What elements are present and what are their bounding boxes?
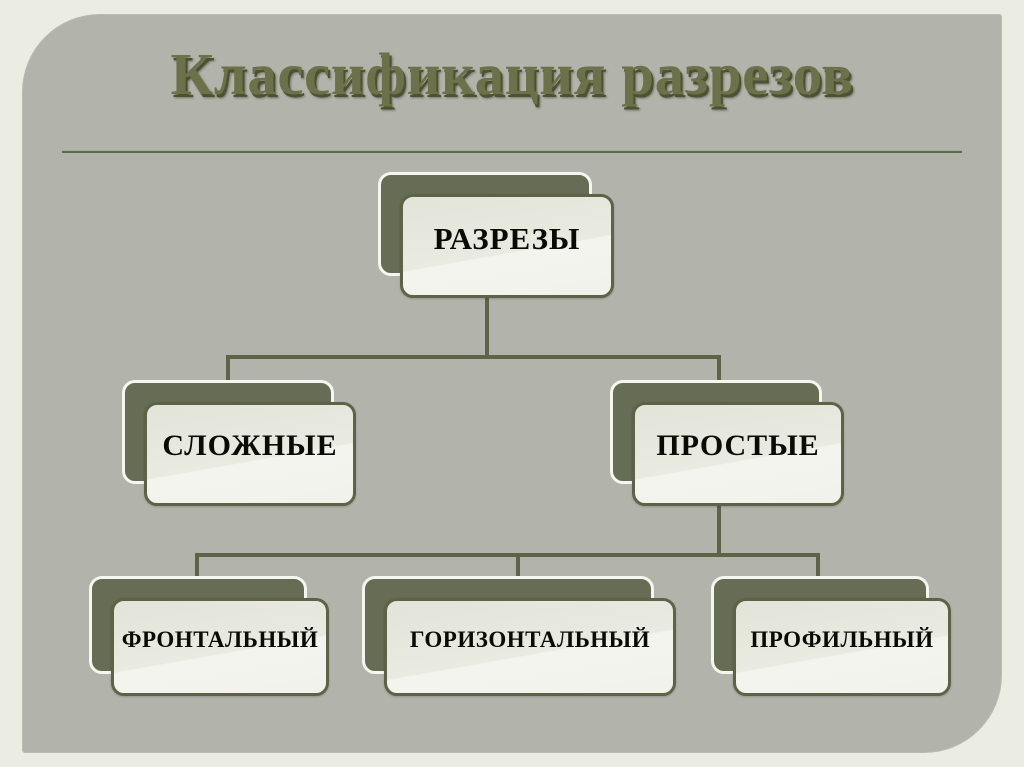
page-title: Классификация разрезов: [170, 41, 854, 107]
node-face-card: ФРОНТАЛЬНЫЙ: [111, 598, 329, 696]
connector-to-horizontal: [516, 553, 520, 578]
connector-to-complex: [226, 355, 230, 382]
connector-simple-down: [717, 484, 721, 556]
node-razrezy[interactable]: РАЗРЕЗЫ: [378, 172, 614, 298]
connector-to-frontal: [195, 553, 199, 578]
title-divider: [62, 150, 962, 153]
node-frontalnyy[interactable]: ФРОНТАЛЬНЫЙ: [89, 576, 329, 696]
node-face-card: СЛОЖНЫЕ: [144, 402, 356, 506]
node-label: ГОРИЗОНТАЛЬНЫЙ: [409, 626, 651, 652]
connector-level1-bar: [226, 355, 721, 359]
node-prostye[interactable]: ПРОСТЫЕ: [610, 380, 844, 506]
connector-root-down: [485, 276, 489, 359]
node-slozhnye[interactable]: СЛОЖНЫЕ: [122, 380, 356, 506]
node-label: СЛОЖНЫЕ: [162, 429, 338, 462]
node-label: ПРОФИЛЬНЫЙ: [750, 626, 934, 652]
connector-level2-bar: [195, 553, 820, 557]
node-face-card: ПРОСТЫЕ: [632, 402, 844, 506]
connector-to-profile: [816, 553, 820, 578]
node-face-card: РАЗРЕЗЫ: [400, 194, 614, 298]
node-label: ПРОСТЫЕ: [656, 429, 820, 462]
node-face-card: ПРОФИЛЬНЫЙ: [733, 598, 951, 696]
node-label: ФРОНТАЛЬНЫЙ: [121, 626, 319, 652]
node-gorizontalnyy[interactable]: ГОРИЗОНТАЛЬНЫЙ: [362, 576, 676, 696]
connector-to-simple: [717, 355, 721, 382]
node-face-card: ГОРИЗОНТАЛЬНЫЙ: [384, 598, 676, 696]
node-profilnyy[interactable]: ПРОФИЛЬНЫЙ: [711, 576, 951, 696]
node-label: РАЗРЕЗЫ: [433, 220, 581, 256]
